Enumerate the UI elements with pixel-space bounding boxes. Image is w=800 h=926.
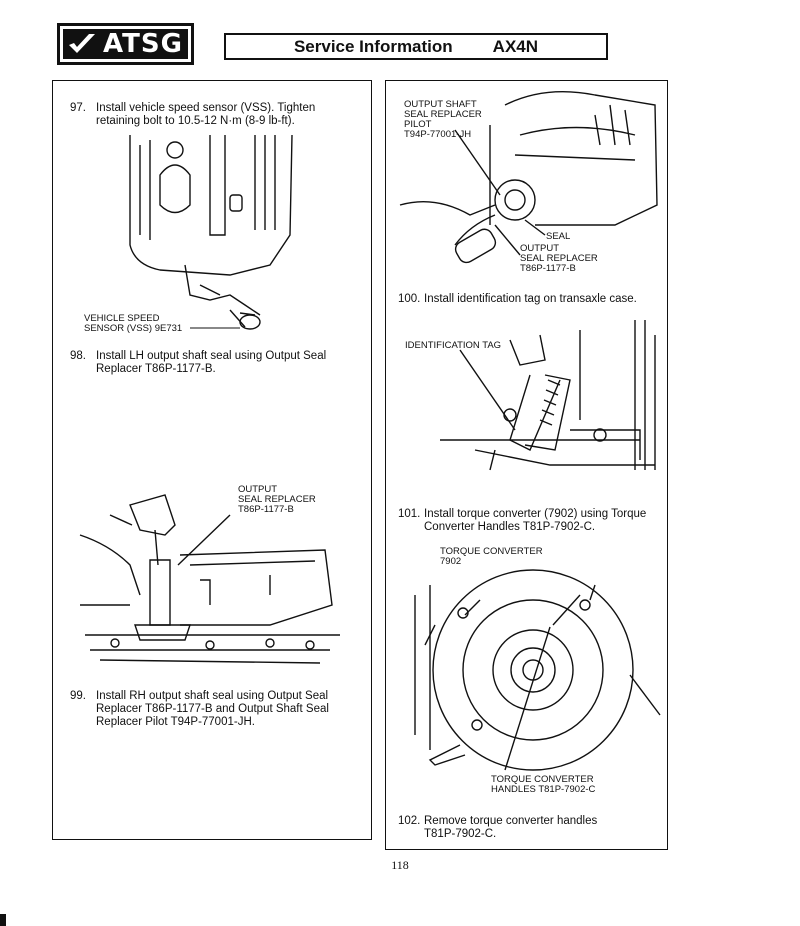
output-seal-replacer-label-right: OUTPUT SEAL REPLACER T86P-1177-B [520, 243, 598, 274]
output-seal-replacer-label-left: OUTPUT SEAL REPLACER T86P-1177-B [238, 484, 316, 515]
lh-seal-illustration [79, 494, 340, 664]
right-panel [385, 80, 668, 850]
identification-tag-label: IDENTIFICATION TAG [405, 340, 502, 351]
page-title: Service Information [293, 36, 453, 56]
model-name: AX4N [492, 36, 539, 56]
scan-corner-mark [0, 914, 6, 926]
identification-tag-illustration [440, 320, 656, 471]
header-title-box: Service Information AX4N [224, 33, 608, 60]
torque-converter-illustration [414, 569, 661, 771]
torque-converter-label: TORQUE CONVERTER 7902 [440, 546, 543, 567]
vss-label: VEHICLE SPEED SENSOR (VSS) 9E731 [84, 313, 183, 334]
output-shaft-seal-replacer-pilot-label: OUTPUT SHAFT SEAL REPLACER PILOT T94P-77… [404, 99, 482, 140]
seal-label: SEAL [546, 231, 571, 242]
page-number: 118 [391, 858, 409, 872]
atsg-logo: ATSG [57, 23, 194, 65]
rh-seal-illustration [399, 91, 658, 264]
logo-text: ATSG [103, 29, 183, 59]
check-mark-icon [69, 34, 95, 53]
vss-illustration [129, 134, 293, 330]
left-panel [52, 80, 372, 840]
torque-converter-handles-label: TORQUE CONVERTER HANDLES T81P-7902-C [491, 774, 596, 795]
